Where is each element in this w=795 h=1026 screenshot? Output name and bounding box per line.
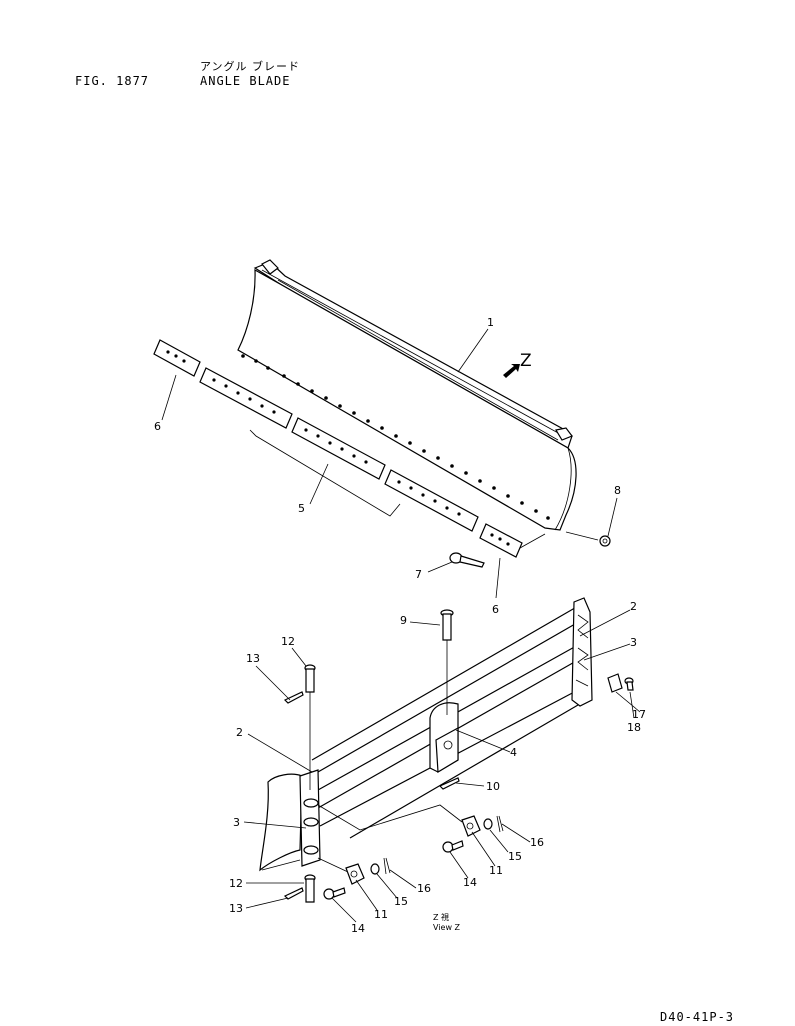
- title-japanese: アングル ブレード: [200, 60, 301, 73]
- callout-6-right: 6: [492, 603, 499, 616]
- callout-3-left: 3: [233, 816, 240, 829]
- leader-lines: [161, 328, 641, 923]
- callout-6-left: 6: [154, 420, 161, 433]
- callout-14-right: 14: [463, 876, 477, 889]
- title-english: ANGLE BLADE: [200, 74, 291, 88]
- angle-blade: [237, 259, 577, 531]
- callout-18: 18: [627, 721, 641, 734]
- blade-nut: [565, 531, 611, 547]
- callout-12-upper: 12: [281, 635, 295, 648]
- clevis-right: [442, 815, 504, 853]
- callout-10: 10: [486, 780, 500, 793]
- callout-3-right: 3: [630, 636, 637, 649]
- cutting-edge-2: [291, 417, 386, 480]
- callout-16-left: 16: [417, 882, 431, 895]
- callout-14-left: 14: [351, 922, 365, 935]
- pin-lower-left: [304, 874, 316, 903]
- end-bit-right: [479, 523, 546, 558]
- callout-1: 1: [487, 316, 494, 329]
- blade-frame: [259, 597, 593, 872]
- callout-8: 8: [614, 484, 621, 497]
- view-z-caption-jp: Z 視: [433, 913, 449, 922]
- callout-2-left: 2: [236, 726, 243, 739]
- shim-bolt: [624, 677, 634, 691]
- callout-11-left: 11: [374, 908, 388, 921]
- clevis-left: [323, 857, 391, 900]
- callout-12-lower: 12: [229, 877, 243, 890]
- callout-11-right: 11: [489, 864, 503, 877]
- shim: [607, 673, 623, 693]
- callout-15-left: 15: [394, 895, 408, 908]
- callout-9: 9: [400, 614, 407, 627]
- callout-5: 5: [298, 502, 305, 515]
- callout-2-right: 2: [630, 600, 637, 613]
- cotter-pin-lower: [283, 887, 304, 900]
- callout-4: 4: [510, 746, 517, 759]
- callout-15-right: 15: [508, 850, 522, 863]
- end-bit-left: [153, 339, 201, 377]
- callout-17: 17: [632, 708, 646, 721]
- callout-13-lower: 13: [229, 902, 243, 915]
- callout-7: 7: [415, 568, 422, 581]
- view-z-arrow: Z: [503, 351, 532, 378]
- pin-center: [440, 609, 454, 715]
- figure-number: FIG. 1877: [75, 74, 150, 88]
- drawing-code: D40-41P-3: [660, 1010, 735, 1024]
- pin-upper-left: [304, 664, 316, 790]
- callout-16-right: 16: [530, 836, 544, 849]
- cutting-edge-3: [384, 469, 479, 532]
- cotter-pin-upper: [283, 691, 304, 704]
- cutting-edge-1: [199, 367, 293, 429]
- svg-text:Z: Z: [520, 351, 532, 371]
- blade-bolt-holes: [241, 354, 550, 520]
- blade-bolt: [449, 552, 485, 568]
- view-z-caption-en: View Z: [433, 923, 461, 932]
- callout-13-upper: 13: [246, 652, 260, 665]
- cotter-pin-center: [438, 777, 460, 790]
